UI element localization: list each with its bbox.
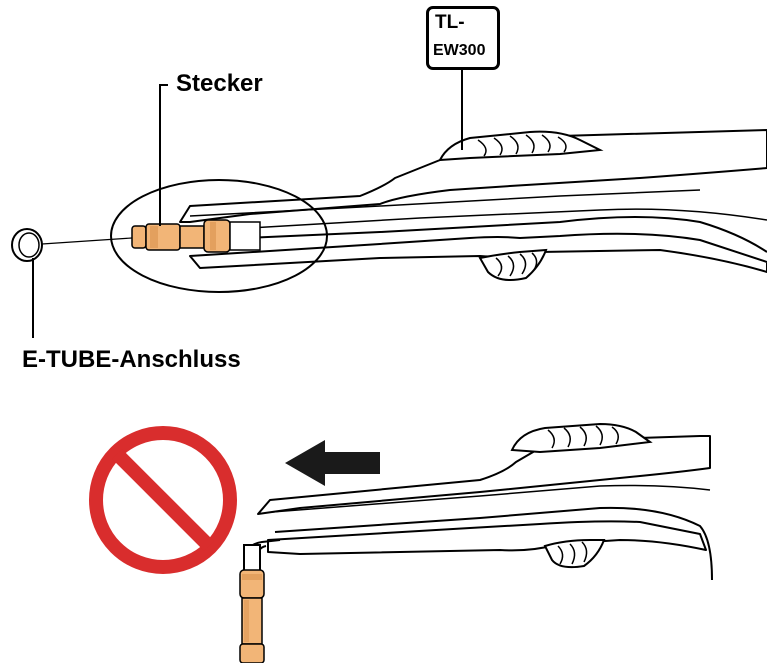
tool-model-badge: TL- EW300 [426,6,500,70]
plug-in-tool [132,220,260,252]
tool-model-line2: EW300 [433,42,485,60]
etube-port-icon [12,229,42,261]
tool2-upper-arm [258,436,710,514]
tool-model-line1: TL- [435,12,465,34]
prohibition-sign-icon [96,433,230,567]
plug-label: Stecker [176,70,263,98]
tool-lower-arm [190,234,767,272]
tool-incorrect-usage [96,424,712,663]
bent-cable-body [244,545,260,571]
arrow-left-icon [285,440,380,486]
port-axis-line [42,238,132,244]
plug-leader-line [160,85,168,226]
port-label: E-TUBE-Anschluss [22,346,241,374]
plug-bent-down [240,570,264,663]
tool2-lower-arm [268,521,706,554]
tool-correct-usage [12,70,767,338]
